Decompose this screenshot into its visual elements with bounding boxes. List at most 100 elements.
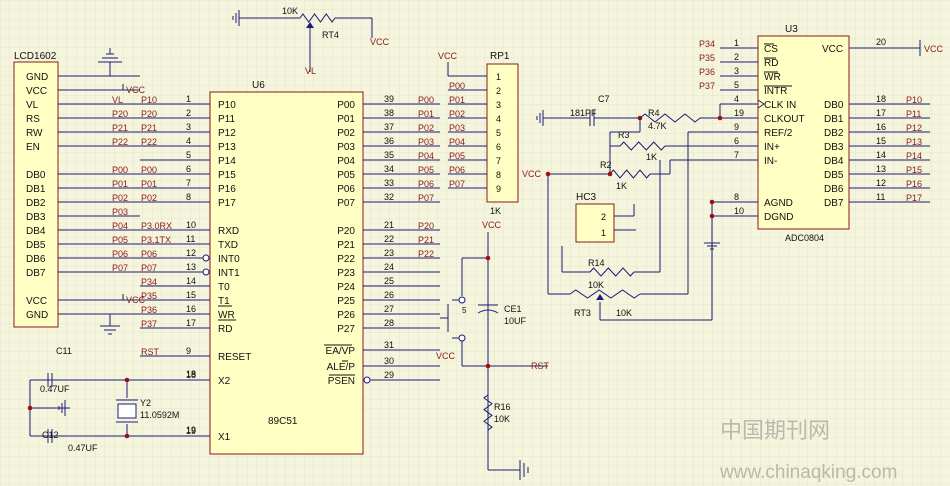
mcu-pin-num: 37 — [384, 122, 394, 132]
c12-value: 0.47UF — [68, 443, 98, 453]
mcu-pin-num: 16 — [186, 304, 196, 314]
lcd-net-label: P22 — [112, 137, 128, 147]
adc-body — [757, 35, 850, 230]
lcd-pin-label: DB1 — [26, 184, 46, 195]
rp1-net: P02 — [449, 109, 465, 119]
lcd-net-label: P07 — [112, 263, 128, 273]
mcu-net-label: P22 — [141, 137, 157, 147]
mcu-net-label: P03 — [418, 137, 434, 147]
adc-net-label: P17 — [906, 193, 922, 203]
mcu-pin-num: 25 — [384, 276, 394, 286]
adc-pin-name: CS — [764, 44, 778, 55]
rst-net: RST — [531, 361, 550, 371]
adc-pin-name: IN- — [764, 156, 777, 167]
rp1-vcc-net: VCC — [438, 51, 458, 61]
rp1-pin-num: 4 — [496, 114, 501, 124]
hc3-pin: 2 — [601, 212, 606, 222]
mcu-net-label: P20 — [418, 221, 434, 231]
r4-value: 4.7K — [648, 121, 667, 131]
mcu-pin-num: 17 — [186, 318, 196, 328]
mcu-pin-name: P06 — [337, 184, 355, 195]
mcu-net-label: P36 — [141, 305, 157, 315]
mcu-pin-name: P16 — [218, 184, 236, 195]
rp1-net: P07 — [449, 179, 465, 189]
lcd-pin-label: VCC — [26, 296, 47, 307]
mcu-ref: U6 — [252, 80, 265, 91]
bubble — [202, 268, 210, 276]
lcd-pin-label: DB0 — [26, 170, 46, 181]
mcu-net-label: P10 — [141, 95, 157, 105]
mcu-pin-num: 12 — [186, 248, 196, 258]
mcu-net-label: P20 — [141, 109, 157, 119]
adc-net-label: P11 — [906, 109, 921, 119]
mcu-pin-name: P04 — [337, 156, 355, 167]
adc-net-label: P10 — [906, 95, 922, 105]
r4-ref: R4 — [648, 108, 660, 118]
mcu-pin-name: P20 — [337, 226, 355, 237]
r2-resistor — [609, 169, 651, 179]
mcu-pin-name: P12 — [218, 128, 236, 139]
crystal-body — [117, 403, 137, 419]
r16-value: 10K — [494, 414, 510, 424]
adc-pin-num: 4 — [734, 94, 739, 104]
adc-pin-name: WR — [764, 72, 781, 83]
lcd-net-label: P06 — [112, 249, 128, 259]
c7-ref: C7 — [598, 94, 610, 104]
rp1-net: P06 — [449, 165, 465, 175]
bubble — [363, 376, 371, 384]
adc-pin-num: 7 — [734, 150, 739, 160]
mcu-net-label: P06 — [141, 249, 157, 259]
r14-ref: R14 — [588, 258, 605, 268]
mcu-pin-num: 29 — [384, 370, 394, 380]
adc-pin-num: 20 — [876, 37, 886, 47]
adc-pin-name: INTR — [764, 86, 787, 97]
lcd-pin-label: DB3 — [26, 212, 46, 223]
mcu-pin-name: RD — [218, 324, 232, 335]
lcd-pin-label: DB7 — [26, 268, 46, 279]
adc-pin-num: 9 — [734, 122, 739, 132]
mcu-pin-num: 32 — [384, 192, 394, 202]
lcd-vcc-net: VCC — [126, 85, 146, 95]
mcu-pin-num: 26 — [384, 290, 394, 300]
watermark-url: www.chinaqking.com — [719, 462, 897, 483]
rp1-pin-num: 8 — [496, 170, 501, 180]
ce1-value: 10UF — [504, 316, 527, 326]
ce1-ref: CE1 — [504, 304, 522, 314]
r3-ref: R3 — [618, 130, 630, 140]
mcu-pin-name: INT1 — [218, 268, 240, 279]
lcd-ref: LCD1602 — [14, 51, 57, 62]
mcu-pin-num: 21 — [384, 220, 394, 230]
lcd-net-label: P02 — [112, 193, 128, 203]
mcu-pin-num: 36 — [384, 136, 394, 146]
adc-pin-name: DGND — [764, 212, 793, 223]
rp1-net: P03 — [449, 123, 465, 133]
r14-value: 10K — [588, 280, 604, 290]
adc-pin-name: DB2 — [824, 128, 844, 139]
mcu-net-label: P05 — [418, 165, 434, 175]
r3-resistor — [619, 141, 666, 151]
r4-resistor — [639, 113, 701, 123]
adc-net-label: P12 — [906, 123, 922, 133]
mcu-pin-name: RXD — [218, 226, 239, 237]
mcu-pin-num: 7 — [186, 178, 191, 188]
mcu-pin-num: 2 — [186, 108, 191, 118]
mcu-pin-name: P13 — [218, 142, 236, 153]
mcu-pin-name: T0 — [218, 282, 230, 293]
lcd-net-label: VL — [112, 95, 123, 105]
mcu-pin-name: P14 — [218, 156, 236, 167]
bubble — [202, 254, 210, 262]
mcu-pin-name: P11 — [218, 114, 235, 125]
adc-net-label: P36 — [699, 67, 715, 77]
r16-resistor — [483, 394, 493, 431]
mcu-pin-num: 34 — [384, 164, 394, 174]
junction-dot — [27, 405, 33, 411]
mcu-pin-num: 28 — [384, 318, 394, 328]
adc-pin-name: IN+ — [764, 142, 780, 153]
lcd-net-label: P00 — [112, 165, 128, 175]
mcu-net-label: P21 — [141, 123, 157, 133]
adc-pin-name: VCC — [822, 44, 843, 55]
clk-arrow — [757, 99, 765, 109]
lcd-net-label: P05 — [112, 235, 128, 245]
mcu-pin-name: X2 — [218, 376, 231, 387]
